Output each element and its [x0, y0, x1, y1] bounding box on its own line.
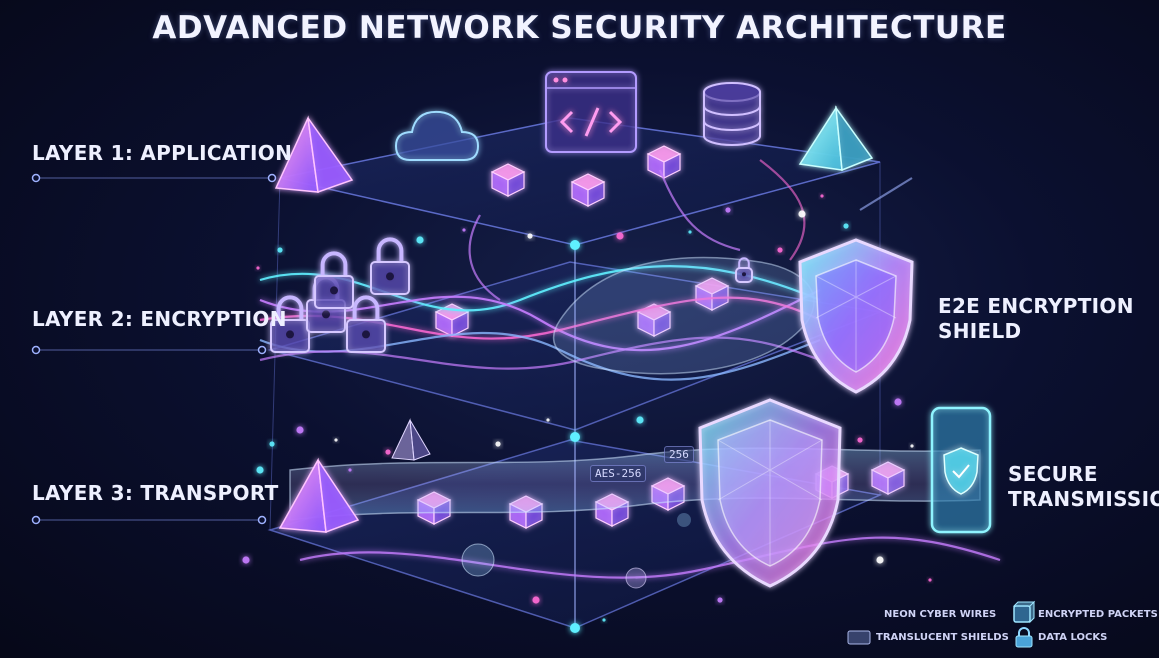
cloud-icon: [394, 110, 480, 161]
padlock-icon: [735, 257, 753, 283]
particle: [636, 416, 644, 424]
aes-chip: AES-256: [590, 465, 647, 482]
neon-particles: [242, 194, 932, 622]
e2e-shield-icon: [798, 238, 914, 394]
particle: [857, 437, 863, 443]
secure-transmission-label: SECURE TRANSMISSION: [1008, 462, 1159, 512]
e2e-shield-label-line-1: E2E ENCRYPTION: [938, 294, 1134, 318]
pyramid-icon: [278, 457, 360, 534]
padlock-icon: [346, 295, 386, 353]
axis-nodes: [570, 240, 580, 633]
particle: [532, 596, 540, 604]
secure-transmission-label-line-2: TRANSMISSION: [1008, 487, 1159, 511]
particle: [385, 449, 391, 455]
particle: [277, 247, 283, 253]
particle: [894, 398, 902, 406]
e2e-shield-label-line-2: SHIELD: [938, 319, 1022, 343]
packet-cube: [1012, 600, 1036, 624]
cube-icon: [694, 277, 730, 311]
layer-2-label: LAYER 2: ENCRYPTION: [32, 307, 287, 331]
particle: [495, 441, 501, 447]
particle: [616, 232, 624, 240]
particle: [777, 247, 783, 253]
encryption-cloud: [553, 256, 815, 375]
cube-icon: [490, 163, 526, 197]
layer-1-label: LAYER 1: APPLICATION: [32, 141, 293, 165]
page-title: ADVANCED NETWORK SECURITY ARCHITECTURE: [152, 10, 1007, 46]
padlock-icon: [370, 237, 410, 295]
particle: [843, 223, 849, 229]
particle: [798, 210, 806, 218]
particle: [876, 556, 884, 564]
particle: [334, 438, 338, 442]
particle: [820, 194, 824, 198]
particle: [256, 466, 264, 474]
legend-swatches: [847, 600, 1036, 648]
padlock-icon: [270, 295, 310, 353]
database-icon: [703, 82, 761, 146]
particle: [242, 556, 250, 564]
cube-icon: [434, 303, 470, 337]
particle: [416, 236, 424, 244]
e2e-shield-label: E2E ENCRYPTION SHIELD: [938, 294, 1134, 344]
code-window-icon: [545, 71, 637, 153]
light-orbs: [461, 513, 691, 589]
particle: [546, 418, 550, 422]
data-locks: [270, 237, 753, 353]
particle: [256, 266, 260, 270]
label-guides: [36, 177, 272, 521]
legend-item-locks: DATA LOCKS: [1038, 632, 1108, 643]
transmission-shield-icon: [698, 398, 842, 588]
particle: [296, 426, 304, 434]
guide-nodes: [31, 173, 277, 525]
pyramid-icon: [391, 418, 431, 461]
bits-chip: 256: [664, 446, 694, 463]
particle: [602, 618, 606, 622]
legend-item-packets: ENCRYPTED PACKETS: [1038, 609, 1158, 620]
cube-icon: [646, 145, 682, 179]
particle: [527, 233, 533, 239]
legend-item-shields: TRANSLUCENT SHIELDS: [876, 632, 1009, 643]
pyramid-icon: [274, 115, 354, 194]
padlock-icon: [314, 251, 354, 309]
particle: [717, 597, 723, 603]
lock-icon: [1015, 627, 1033, 648]
layer-3-label: LAYER 3: TRANSPORT: [32, 481, 279, 505]
shield-swatch: [847, 630, 871, 645]
particle: [725, 207, 731, 213]
phone-shield-icon: [930, 406, 992, 534]
pyramid-icon: [798, 105, 874, 172]
particle: [462, 228, 466, 232]
particle: [910, 444, 914, 448]
particle: [928, 578, 932, 582]
particle: [269, 441, 275, 447]
secure-transmission-label-line-1: SECURE: [1008, 462, 1098, 486]
cube-icon: [570, 173, 606, 207]
legend-item-wires: NEON CYBER WIRES: [884, 609, 997, 620]
particle: [688, 230, 692, 234]
particle: [348, 468, 352, 472]
